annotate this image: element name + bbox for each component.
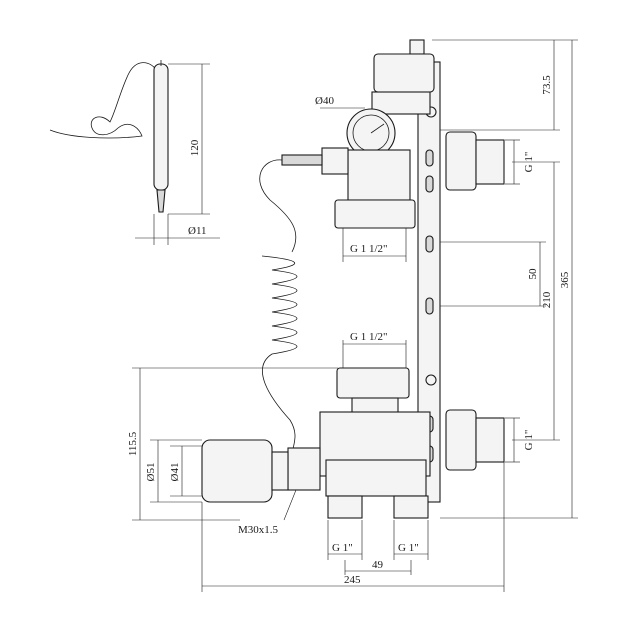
upper-outlet-nut <box>445 131 477 191</box>
capillary-coil <box>259 159 298 457</box>
upper-inlet-nut <box>334 199 416 229</box>
upper-valve <box>281 147 416 229</box>
lower-body <box>325 459 427 497</box>
top-actuator <box>371 39 435 115</box>
mid-inlet-thread-label: G 1 1/2" <box>350 331 388 343</box>
sensor-length-label: 120 <box>189 139 201 156</box>
head-outer-diameter-label: Ø51 <box>145 463 157 482</box>
sensor-probe <box>281 154 323 166</box>
actuator-body <box>373 53 435 93</box>
sensor-tip <box>156 189 166 213</box>
slot-3 <box>425 235 434 253</box>
mounting-bracket <box>417 61 441 503</box>
gauge-needle <box>370 123 385 134</box>
sensor-diameter-label: Ø11 <box>188 225 207 237</box>
mid-inlet-nut <box>336 367 410 399</box>
upper-outlet-thread <box>475 139 505 185</box>
bottom-left-thread-label: G 1" <box>332 542 353 554</box>
bottom-right-thread-label: G 1" <box>398 542 419 554</box>
total-height-label: 365 <box>559 271 571 288</box>
head-body <box>201 439 273 503</box>
top-offset-label: 73.5 <box>541 75 553 95</box>
head-collar <box>271 451 289 491</box>
actuator-thread <box>287 447 321 491</box>
gauge-diameter-label: Ø40 <box>315 95 334 107</box>
sensor-capillary-loop <box>49 62 159 139</box>
bottom-spacing-label: 49 <box>372 559 384 571</box>
mixing-valve <box>287 411 431 519</box>
upper-outlet <box>445 131 520 191</box>
lower-outlet-nut <box>445 409 477 471</box>
bottom-port-left <box>327 495 363 519</box>
sensor-fitting <box>321 147 349 175</box>
lower-outlet-thread <box>475 417 505 463</box>
head-thread-label: M30x1.5 <box>238 524 279 536</box>
lower-height-label: 115.5 <box>127 431 139 456</box>
thermostatic-head <box>201 439 289 503</box>
slot-1 <box>425 149 434 167</box>
lower-outlet <box>445 409 520 471</box>
screw-bottom <box>425 374 437 386</box>
bottom-port-right <box>393 495 429 519</box>
slot-spacing-label: 50 <box>527 268 539 280</box>
head-inner-diameter-label: Ø41 <box>169 463 181 482</box>
head-thread-leader <box>283 489 297 521</box>
upper-inlet-thread-label: G 1 1/2" <box>350 243 388 255</box>
outlet-spacing-label: 210 <box>541 291 553 308</box>
total-width-label: 245 <box>344 574 361 586</box>
sensor-body <box>153 63 169 191</box>
actuator-cap <box>409 39 425 55</box>
actuator-base <box>371 91 431 115</box>
slot-2 <box>425 175 434 193</box>
slot-4 <box>425 297 434 315</box>
upper-valve-body <box>347 149 411 201</box>
remote-sensor <box>49 60 220 245</box>
